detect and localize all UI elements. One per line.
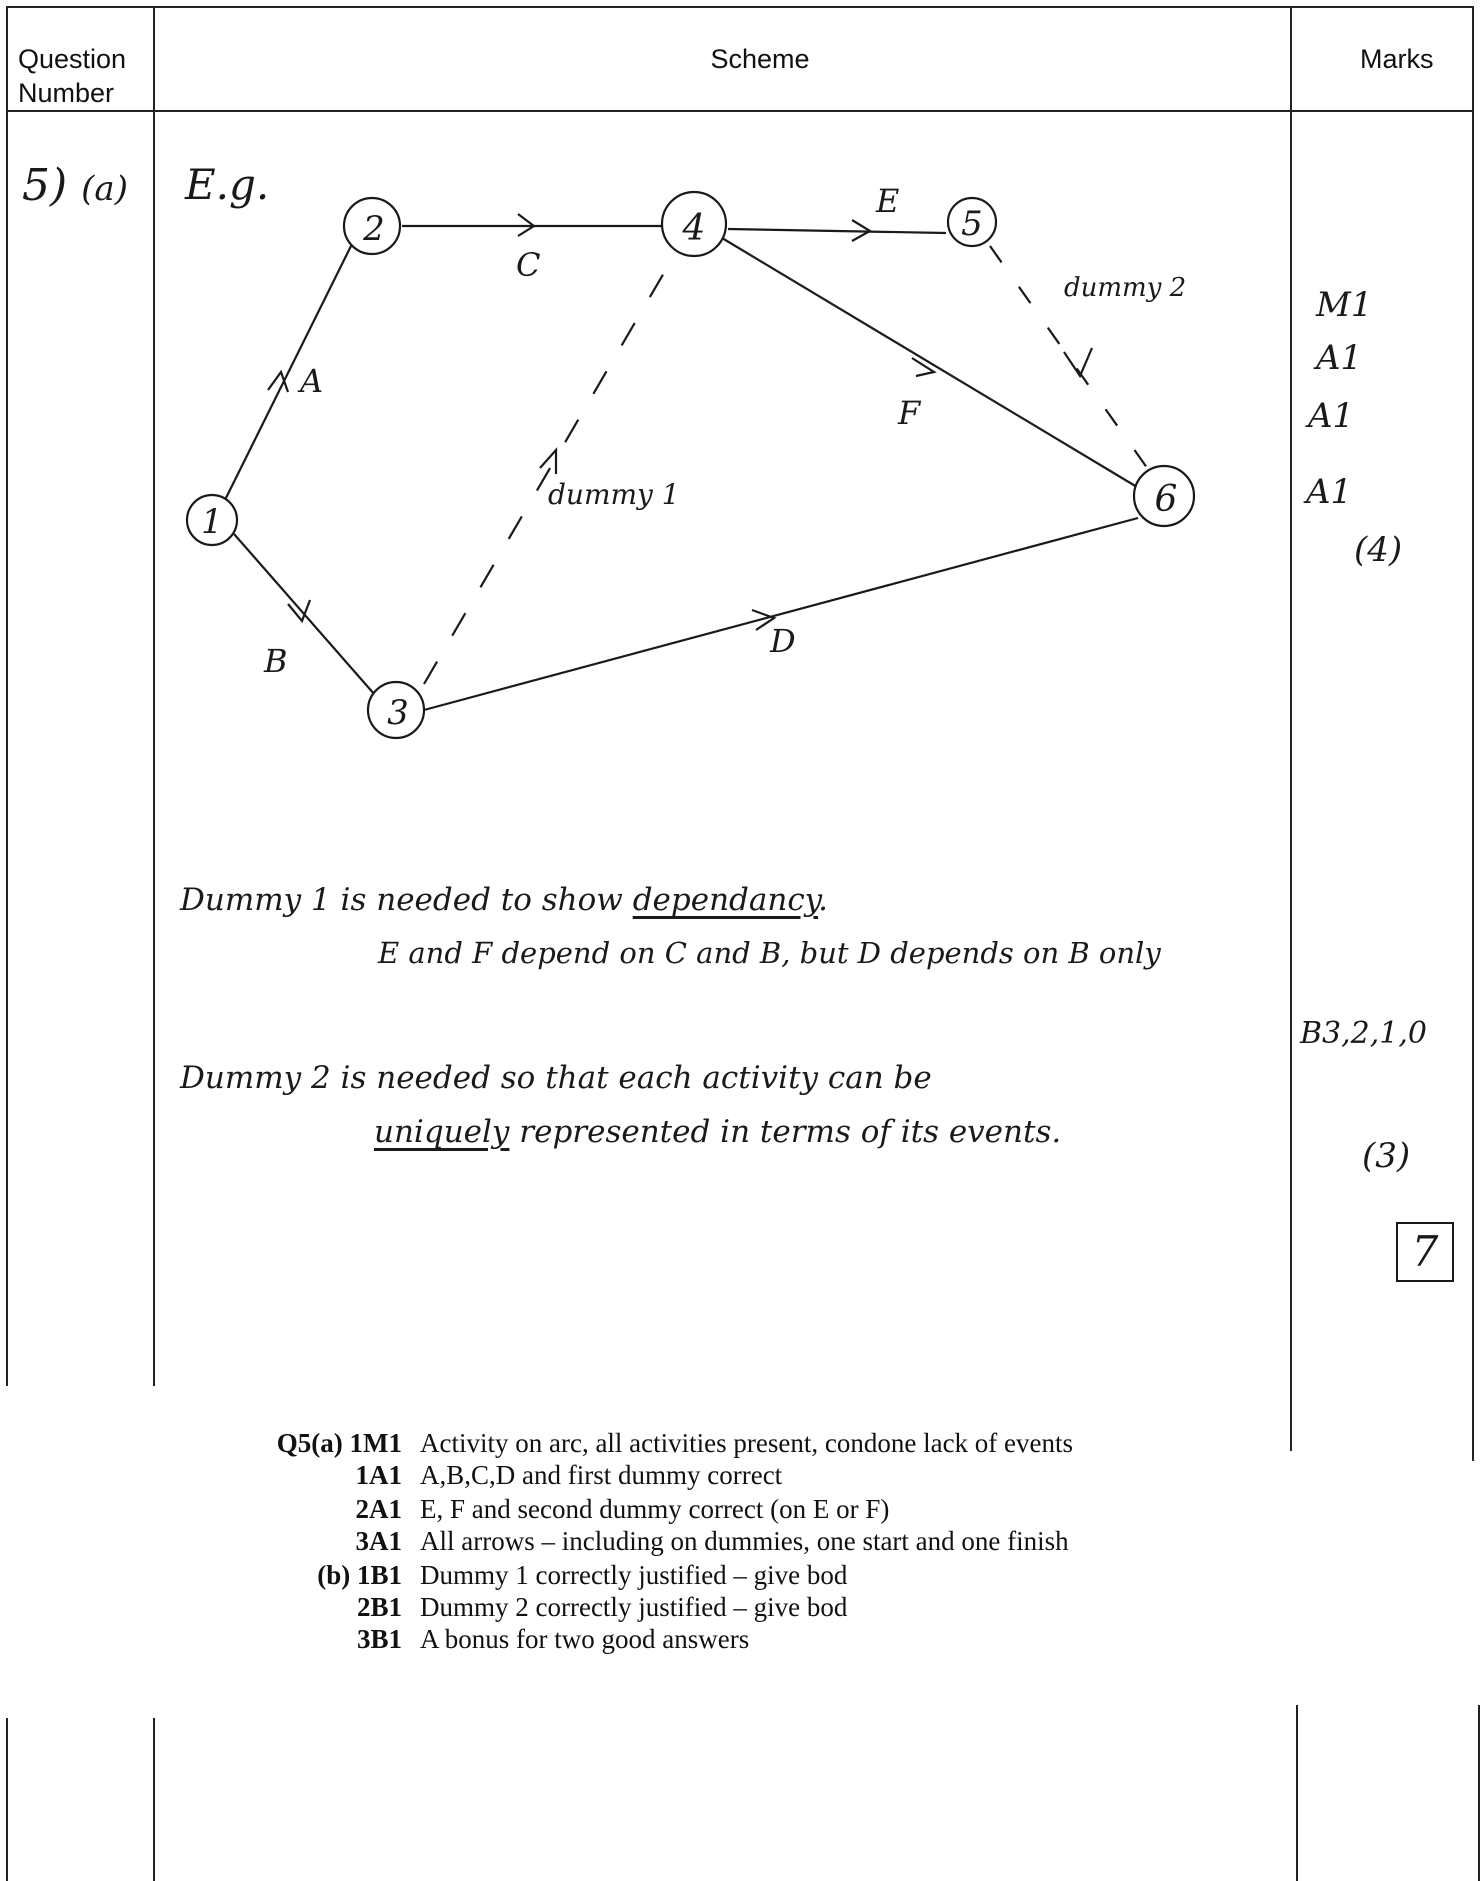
node-6-label: 6 (1155, 479, 1178, 520)
note-text: Dummy 1 correctly justified – give bod (420, 1560, 848, 1590)
table-right-border (1472, 6, 1474, 1461)
question-number: 5) (a) (22, 160, 128, 211)
dummy-1-label: dummy 1 (548, 478, 680, 511)
note-label: 3A1 (355, 1526, 403, 1556)
activity-D-arc (423, 516, 1139, 712)
node-6: 6 (1132, 464, 1196, 528)
activity-A-arc (221, 243, 353, 507)
part-b-line-3: Dummy 2 is needed so that each activity … (180, 1060, 932, 1096)
arrowhead-F (911, 357, 937, 378)
grand-total-value: 7 (1411, 1227, 1439, 1276)
activity-A-label: A (297, 362, 323, 400)
node-1: 1 (185, 493, 239, 547)
node-5-label: 5 (961, 204, 983, 244)
eg-label: E.g. (185, 160, 270, 209)
header-scheme: Scheme (710, 44, 810, 74)
part-b-line-4: uniquely represented in terms of its eve… (374, 1114, 1062, 1150)
activity-D-label: D (769, 622, 796, 660)
uniquely-word: uniquely (374, 1114, 510, 1150)
column-divider-1-lower (153, 1718, 155, 1881)
column-divider-2 (1290, 6, 1292, 1451)
header-question-number: Question Number (18, 44, 127, 108)
activity-F-arc (721, 237, 1143, 491)
mark-a-3: A1 (1308, 396, 1355, 436)
arrowhead-A (267, 369, 290, 393)
dependancy-word: dependancy (632, 882, 819, 918)
node-3: 3 (366, 680, 426, 740)
column-divider-1 (153, 6, 155, 1386)
note-label: Q5(a) 1M1 (276, 1428, 402, 1458)
mark-a-4: A1 (1306, 472, 1353, 512)
arrowhead-E (851, 219, 873, 242)
arrowhead-B (287, 599, 312, 624)
node-5: 5 (946, 196, 998, 248)
node-2: 2 (342, 196, 402, 256)
grand-total-box: 7 (1396, 1222, 1454, 1282)
note-label: (b) 1B1 (317, 1560, 402, 1590)
node-1-label: 1 (201, 502, 223, 542)
mark-a-1: M1 (1316, 285, 1373, 325)
activity-C-label: C (516, 246, 540, 284)
note-text: A,B,C,D and first dummy correct (420, 1460, 783, 1490)
table-top-border (6, 6, 1474, 8)
header-marks: Marks (1360, 44, 1434, 74)
activity-F-label: F (897, 394, 922, 432)
table-left-border (6, 6, 8, 1386)
mark-b-total: (3) (1362, 1136, 1411, 1176)
activity-E-arc (727, 227, 947, 235)
dummy-2-label: dummy 2 (1064, 273, 1186, 303)
arrowhead-C (517, 213, 536, 237)
activity-E-label: E (875, 182, 899, 220)
note-label: 3B1 (356, 1624, 402, 1654)
mark-a-total: (4) (1354, 530, 1403, 570)
table-right-border-lower (1478, 1705, 1480, 1881)
note-text: E, F and second dummy correct (on E or F… (420, 1494, 890, 1524)
table-left-border-lower (6, 1718, 8, 1881)
activity-network-diagram: 1 2 3 4 5 6 A B C D E F dummy 1 dummy 2 (185, 182, 1196, 740)
note-text: Activity on arc, all activities present,… (420, 1428, 1074, 1458)
part-b-line-1: Dummy 1 is needed to show dependancy. (180, 882, 828, 918)
arrowhead-dummy-1 (539, 447, 558, 474)
dummy-1-arc (423, 241, 683, 685)
mark-b: B3,2,1,0 (1300, 1016, 1428, 1051)
arrowhead-D (751, 608, 777, 631)
note-text: A bonus for two good answers (420, 1624, 750, 1654)
node-4: 4 (660, 190, 728, 258)
note-text: All arrows – including on dummies, one s… (420, 1526, 1069, 1556)
node-4-label: 4 (682, 208, 706, 249)
node-3-label: 3 (387, 693, 409, 733)
note-text: Dummy 2 correctly justified – give bod (420, 1592, 848, 1622)
note-label: 1A1 (355, 1460, 403, 1490)
note-label: 2A1 (355, 1494, 403, 1524)
note-label: 2B1 (356, 1592, 402, 1622)
column-divider-2-lower (1296, 1705, 1298, 1881)
mark-a-2: A1 (1316, 338, 1363, 378)
node-2-label: 2 (362, 209, 385, 249)
part-b-line-2: E and F depend on C and B, but D depends… (378, 936, 1161, 970)
arrowhead-dummy-2 (1063, 347, 1094, 379)
table-header-divider (6, 110, 1474, 112)
activity-B-label: B (263, 642, 288, 680)
